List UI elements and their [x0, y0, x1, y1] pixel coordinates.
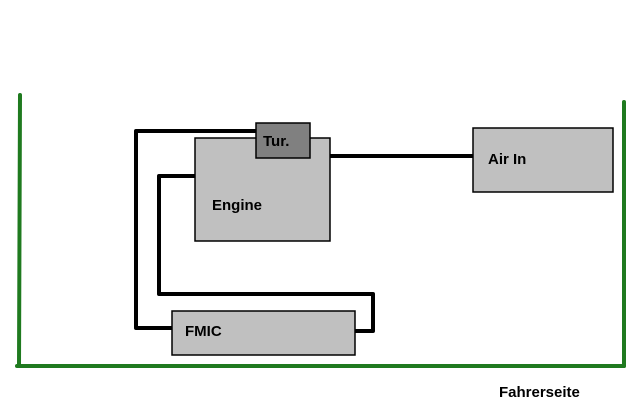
frame-left-edge [17, 93, 22, 368]
air-in-label: Air In [488, 151, 526, 168]
frame [15, 93, 626, 368]
fmic-box [171, 310, 356, 356]
pipe-fmic-to-engine [157, 174, 375, 333]
pipe-turbo-to-fmic [134, 129, 258, 330]
turbo-label: Tur. [263, 133, 289, 150]
turbo-box [255, 122, 311, 159]
engine-label: Engine [212, 197, 262, 214]
driver-side-caption: Fahrerseite [499, 384, 580, 401]
air-in-box [472, 127, 614, 193]
fmic-label: FMIC [185, 323, 222, 340]
pipes [134, 129, 475, 333]
